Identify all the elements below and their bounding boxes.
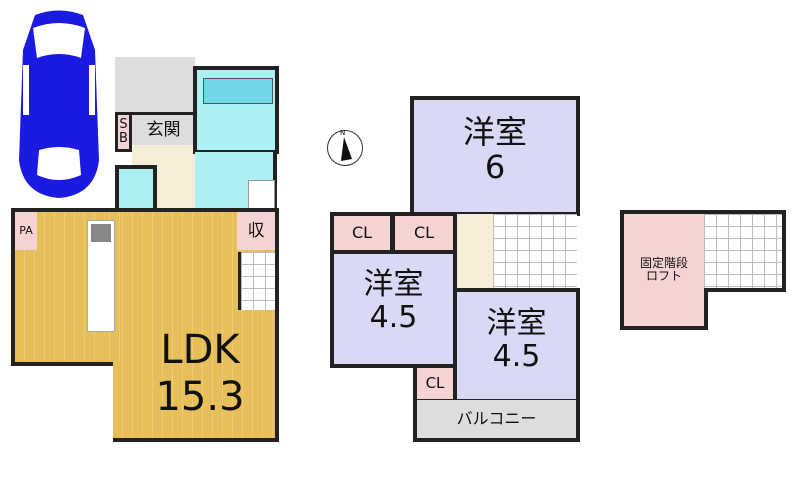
loft[interactable]: 固定階段 ロフト (620, 210, 708, 330)
closet-1[interactable]: CL (330, 212, 394, 254)
stairs-floor1 (238, 252, 275, 310)
room-label: 洋室 (486, 306, 547, 341)
room-western-4-5-south[interactable] (453, 288, 580, 403)
closet-3[interactable]: CL (413, 364, 457, 403)
ldk-label: LDK (160, 327, 240, 373)
stairs-floor2 (493, 214, 577, 290)
room-western-6[interactable] (410, 96, 580, 216)
porch (115, 57, 195, 115)
washbasin (248, 180, 275, 210)
loft-stairs (704, 210, 786, 292)
closet-2[interactable]: CL (391, 212, 457, 254)
pantry[interactable]: PA (15, 212, 37, 250)
room-label: 洋室 (462, 113, 527, 151)
compass-north-label: N (340, 129, 346, 137)
storage-closet[interactable]: 収 (237, 212, 275, 250)
entrance-label[interactable]: 玄関 (132, 112, 195, 145)
ldk-size: 15.3 (155, 374, 245, 420)
shoe-box: S B (115, 112, 132, 152)
room-size: 4.5 (369, 300, 418, 335)
hall-floor2 (457, 214, 493, 290)
car-icon (15, 10, 103, 200)
room-size: 6 (484, 148, 506, 187)
balcony[interactable]: バルコニー (413, 400, 580, 442)
room-size: 4.5 (492, 339, 541, 374)
room-label: 洋室 (363, 267, 424, 302)
stove-icon (91, 224, 111, 242)
compass-icon: N (327, 129, 363, 166)
bathtub (203, 78, 273, 104)
